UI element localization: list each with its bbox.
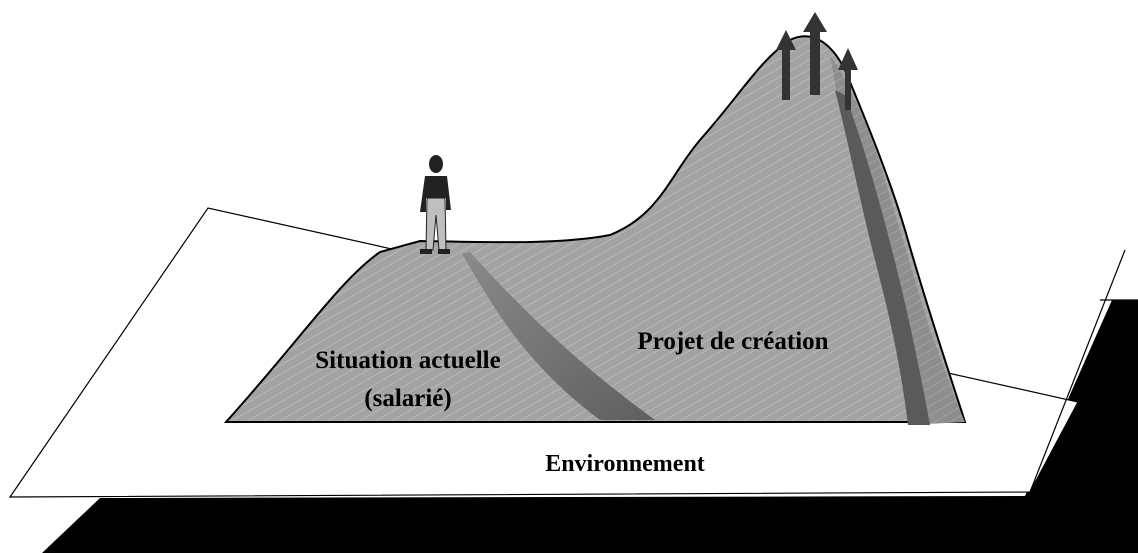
platform-right-edge: [1029, 249, 1126, 493]
platform-shadow: [42, 300, 1138, 553]
environment-label: Environnement: [545, 451, 705, 477]
landscape-hill: [223, 35, 967, 423]
upward-arrow-icon: [776, 12, 858, 110]
creation-project-label: Projet de création: [637, 328, 828, 355]
current-situation-label: Situation actuelle: [315, 347, 500, 374]
current-situation-sublabel: (salarié): [364, 385, 451, 412]
ravine: [462, 252, 655, 420]
mountain-shadow-slope: [830, 55, 965, 425]
mountain-ridge-edge: [835, 90, 930, 425]
standing-person-icon: [420, 155, 451, 254]
